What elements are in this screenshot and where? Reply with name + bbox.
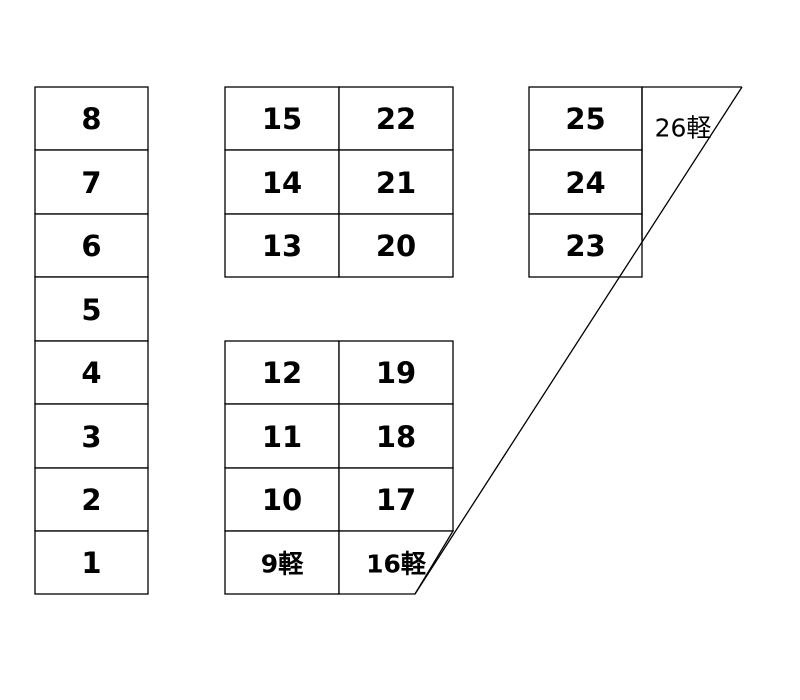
space-label: 11	[262, 420, 302, 454]
space-label: 1	[81, 546, 101, 580]
space-label: 20	[376, 229, 416, 263]
parking-space-20	[338, 213, 454, 278]
right-block: 25 24 23	[528, 86, 643, 278]
parking-space-10	[224, 467, 340, 532]
space-label: 13	[262, 229, 302, 263]
parking-space-6	[34, 213, 149, 278]
parking-space-17	[338, 467, 454, 532]
space-label: 14	[262, 166, 302, 200]
space-label: 26軽	[655, 114, 712, 143]
space-label: 3	[81, 420, 101, 454]
parking-space-24	[528, 149, 643, 215]
space-label: 7	[81, 166, 101, 200]
parking-space-18	[338, 403, 454, 469]
left-column: 8 7 6 5 4 3 2 1	[34, 86, 149, 595]
parking-space-23	[528, 213, 643, 278]
space-label: 19	[376, 356, 416, 390]
space-label: 25	[565, 102, 605, 136]
space-label: 16軽	[366, 550, 427, 579]
triangle-space-26-kei: 26軽	[414, 86, 743, 595]
parking-space-13	[224, 213, 340, 278]
space-label: 21	[376, 166, 416, 200]
parking-space-8	[34, 86, 149, 151]
space-label: 8	[81, 102, 101, 136]
space-label: 6	[81, 229, 101, 263]
space-label: 17	[376, 483, 416, 517]
diagonal-boundary-line	[414, 86, 743, 595]
parking-space-3	[34, 403, 149, 469]
space-label: 9軽	[261, 550, 304, 579]
space-label: 22	[376, 102, 416, 136]
space-label: 18	[376, 420, 416, 454]
space-label: 23	[565, 229, 605, 263]
parking-space-1	[34, 530, 149, 595]
parking-space-22	[338, 86, 454, 151]
parking-space-19	[338, 340, 454, 405]
bottom-middle-block: 12 19 11 18 10 17 9軽 16軽	[224, 340, 455, 595]
parking-space-25	[528, 86, 643, 151]
parking-space-5	[34, 276, 149, 342]
space-label: 5	[81, 293, 101, 327]
parking-space-9-kei	[224, 530, 340, 595]
space-label: 15	[262, 102, 302, 136]
space-label: 2	[81, 483, 101, 517]
top-middle-block: 15 22 14 21 13 20	[224, 86, 454, 278]
space-label: 24	[565, 166, 605, 200]
space-label: 4	[81, 356, 101, 390]
space-label: 10	[262, 483, 302, 517]
space-label: 12	[262, 356, 302, 390]
parking-space-21	[338, 149, 454, 215]
parking-space-7	[34, 149, 149, 215]
parking-space-11	[224, 403, 340, 469]
